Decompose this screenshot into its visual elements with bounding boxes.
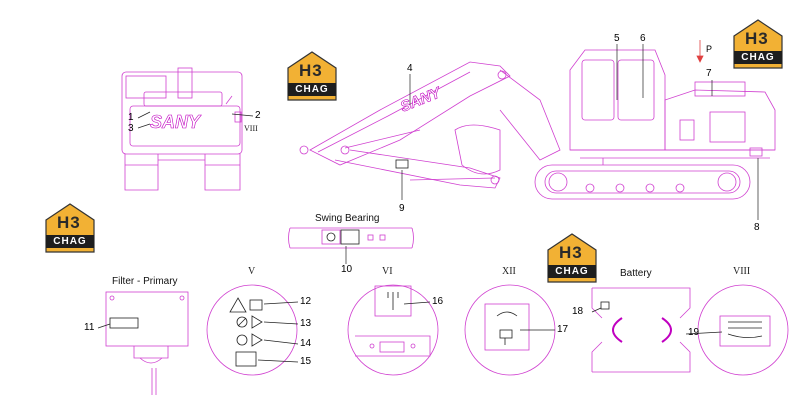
callout-p: P: [706, 44, 713, 54]
battery-title: Battery: [620, 268, 652, 279]
callout-5: 5: [614, 33, 620, 44]
callout-10: 10: [341, 264, 353, 275]
callout-13: 13: [300, 318, 312, 329]
vi-label-plate: [374, 285, 412, 317]
swing-bearing-title: Swing Bearing: [315, 213, 380, 224]
callout-16: 16: [432, 296, 444, 307]
callout-3: 3: [128, 123, 134, 134]
callout-9: 9: [399, 203, 405, 214]
roman-viii: VIII: [733, 266, 751, 277]
leader-lines: [97, 44, 759, 363]
callout-12: 12: [300, 296, 312, 307]
xii-label-plate: [484, 303, 530, 351]
callout-14: 14: [300, 338, 312, 349]
roman-vi: VI: [382, 266, 393, 277]
roman-v: V: [248, 266, 256, 277]
battery-cable-left: [612, 317, 623, 343]
detail-circle-vi: [347, 284, 439, 376]
filter-primary-title: Filter - Primary: [112, 276, 178, 287]
callout-7: 7: [706, 68, 712, 79]
callout-2: 2: [255, 110, 261, 121]
callout-1: 1: [128, 112, 134, 123]
viii-label-plate: [719, 315, 771, 347]
filter-primary-drawing: [105, 291, 189, 395]
callout-6: 6: [640, 33, 646, 44]
p-arrow: [696, 40, 704, 63]
roman-viii-rear: VIII: [244, 124, 258, 133]
h3-chag-logo: H3 CHAG: [544, 232, 600, 280]
callout-11: 11: [84, 322, 95, 333]
logo-house-shapes: [45, 19, 783, 283]
callout-18: 18: [572, 306, 584, 317]
swing-bearing-strip: [288, 227, 414, 249]
roman-xii: XII: [502, 266, 516, 277]
h3-chag-logo: H3 CHAG: [284, 50, 340, 98]
h3-chag-logo: H3 CHAG: [42, 202, 98, 250]
battery-cable-right: [661, 317, 672, 343]
callout-4: 4: [407, 63, 413, 74]
side-view-excavator: [299, 49, 776, 200]
sany-brand-rear: SANY: [150, 112, 201, 133]
detail-circle-viii: [697, 284, 789, 376]
h3-chag-logo: H3 CHAG: [730, 18, 786, 66]
callout-15: 15: [300, 356, 312, 367]
detail-circle-v: [206, 284, 298, 376]
battery-drawing: [591, 287, 691, 373]
callout-8: 8: [754, 222, 760, 233]
rear-view-excavator: [121, 67, 243, 191]
callout-17: 17: [557, 324, 569, 335]
callout-19: 19: [688, 327, 700, 338]
